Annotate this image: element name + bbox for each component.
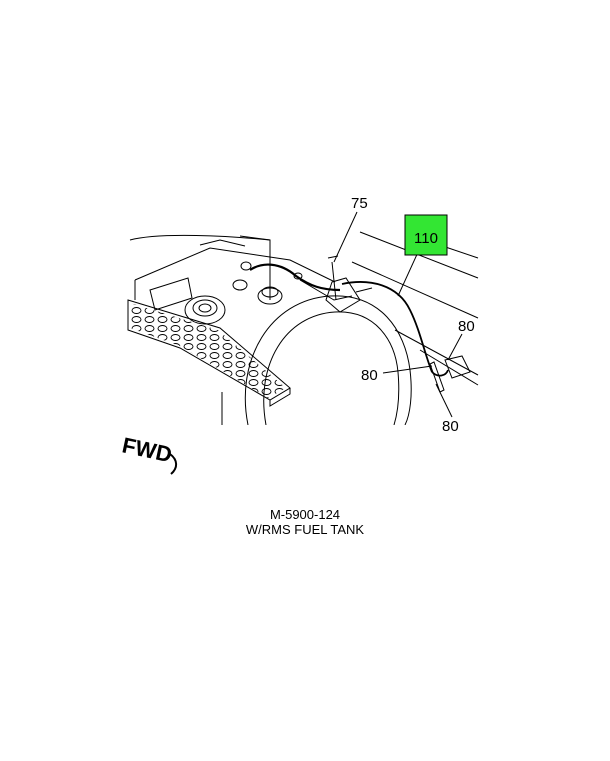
callout-80-bottom[interactable]: 80 [442, 418, 459, 435]
callout-80-right[interactable]: 80 [458, 318, 475, 335]
figure-code: M-5900-124 [269, 507, 341, 522]
callout-110[interactable]: 110 [414, 230, 438, 247]
leader-80-left [382, 365, 433, 374]
fuel-tank-artwork [127, 231, 479, 425]
leader-110 [397, 249, 420, 297]
step-pad-texture [130, 303, 286, 398]
leader-lines [333, 211, 463, 418]
leader-75 [333, 211, 358, 263]
callout-75[interactable]: 75 [351, 195, 368, 212]
leader-80-bottom [435, 383, 453, 418]
callout-80-left[interactable]: 80 [361, 367, 378, 384]
leader-80-right [447, 333, 463, 361]
fwd-label: FWD [120, 432, 174, 467]
forward-direction-indicator: FWD [120, 432, 178, 475]
figure-description: W/RMS FUEL TANK [245, 522, 365, 537]
callout-110-highlight[interactable] [404, 214, 448, 256]
forward-arrow-icon [169, 453, 178, 475]
